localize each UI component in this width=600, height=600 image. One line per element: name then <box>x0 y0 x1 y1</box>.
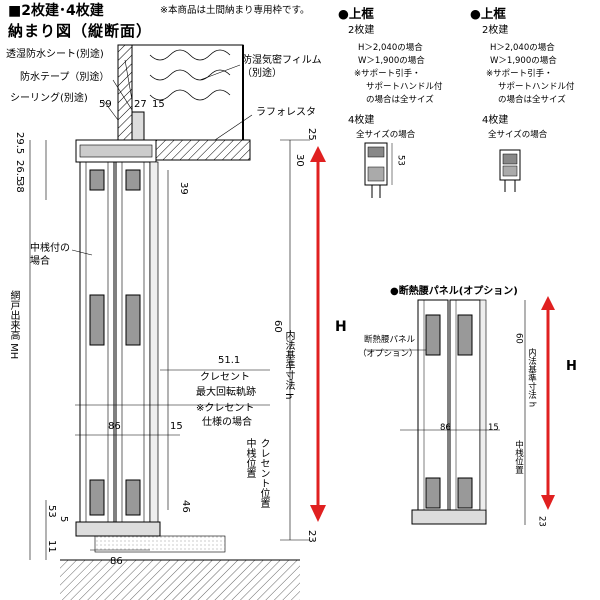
vlabel-mh: 網戸出来高 MH <box>8 290 19 360</box>
upper-frame <box>75 139 157 163</box>
callout-laforesta: ラフォレスタ <box>256 107 316 118</box>
leader-lines <box>71 59 253 256</box>
crescent-line-2: 最大回転軌跡 <box>196 387 256 398</box>
b-2pane: 2枚建 <box>482 25 509 36</box>
a-all: 全サイズの場合 <box>356 130 416 140</box>
title-main: ■2枚建･4枚建 <box>8 3 104 19</box>
title-sub: 納まり図（縦断面） <box>8 22 153 40</box>
dim-51-1: 51.1 <box>218 355 241 366</box>
dimension-lines <box>29 139 310 560</box>
crescent-line-1: クレセント <box>200 372 250 383</box>
panel-dim-H: H <box>566 359 577 374</box>
crescent-line-4: 仕様の場合 <box>202 417 252 428</box>
sash-right <box>115 161 151 523</box>
sash-left <box>79 161 115 523</box>
dim-38: 38 <box>14 180 25 193</box>
a-dim-53: 53 <box>395 155 406 166</box>
dim-25: 25 <box>306 128 317 141</box>
panel-dim-60: 60 <box>513 333 524 344</box>
a-cond-1: H＞2,040の場合 <box>358 43 423 53</box>
panel-dim-23: 23 <box>536 516 547 527</box>
dim-30: 30 <box>294 154 305 167</box>
profile-b-4pane <box>499 149 521 192</box>
profile-a-4pane <box>364 142 393 198</box>
a-cond-3: ※サポート引手・ <box>354 69 421 79</box>
sill-floor <box>60 521 300 600</box>
header-note: ※本商品は土間納まり専用枠です。 <box>160 5 310 16</box>
a-2pane: 2枚建 <box>348 25 375 36</box>
dim-60: 60 <box>272 320 283 333</box>
panel-head: ●断熱腰パネル(オプション) <box>390 286 518 297</box>
a-cond-5: の場合は全サイズ <box>366 95 434 105</box>
a-head: ●上框 <box>338 6 374 21</box>
dim-59: 59 <box>99 99 112 110</box>
dim-5: 5 <box>58 516 69 523</box>
dim-29-5: 29.5 <box>14 132 25 155</box>
b-all: 全サイズの場合 <box>488 130 548 140</box>
dim-H: H <box>335 319 347 335</box>
height-arrow-panel <box>541 296 555 510</box>
vlabel-mid-pos: 中桟位置 <box>244 438 255 478</box>
dim-86: 86 <box>108 421 121 432</box>
dim-11: 11 <box>46 540 57 553</box>
a-cond-4: サポートハンドル付 <box>366 82 443 92</box>
dim-15-top: 15 <box>152 99 165 110</box>
callout-tape: 防水テープ（別途） <box>20 72 110 83</box>
b-head: ●上框 <box>470 6 506 21</box>
dim-15-mid: 15 <box>170 421 183 432</box>
b-cond-2: W＞1,900の場合 <box>490 56 557 66</box>
dim-23: 23 <box>306 530 317 543</box>
b-cond-1: H＞2,040の場合 <box>490 43 555 53</box>
dim-26-5: 26.5 <box>14 160 25 183</box>
b-cond-4: サポートハンドル付 <box>498 82 575 92</box>
vlabel-inner: 内法基準寸法 h <box>283 330 294 400</box>
vlabel-cres-pos: クレセント位置 <box>258 438 269 508</box>
panel-label-2: （オプション） <box>358 349 418 359</box>
a-cond-2: W＞1,900の場合 <box>358 56 425 66</box>
b-cond-5: の場合は全サイズ <box>498 95 566 105</box>
dim-86-bottom: 86 <box>110 556 123 567</box>
b-cond-3: ※サポート引手・ <box>486 69 553 79</box>
panel-vlabel-inner: 内法基準寸法 h <box>526 348 537 408</box>
panel-vlabel-mid-pos: 中桟位置 <box>513 440 524 474</box>
panel-dim-86: 86 <box>440 423 451 433</box>
wall-head <box>117 44 251 161</box>
dim-27: 27 <box>134 99 147 110</box>
dim-39: 39 <box>178 182 189 195</box>
panel-section <box>365 299 526 525</box>
panel-dim-15: 15 <box>488 423 499 433</box>
callout-film: 防湿気密フィルム （別途） <box>242 55 322 79</box>
callout-sealing: シーリング(別途) <box>10 93 88 104</box>
callout-mid-bar: 中桟付の 場合 <box>30 243 70 267</box>
callout-sheet: 透湿防水シート(別途) <box>6 49 104 60</box>
dim-46: 46 <box>180 500 191 513</box>
b-4pane: 4枚建 <box>482 115 509 126</box>
dim-53: 53 <box>46 505 57 518</box>
a-4pane: 4枚建 <box>348 115 375 126</box>
height-arrow-main <box>310 146 326 522</box>
panel-label-1: 断熱腰パネル <box>364 335 416 345</box>
crescent-line-3: ※クレセント <box>196 403 255 414</box>
